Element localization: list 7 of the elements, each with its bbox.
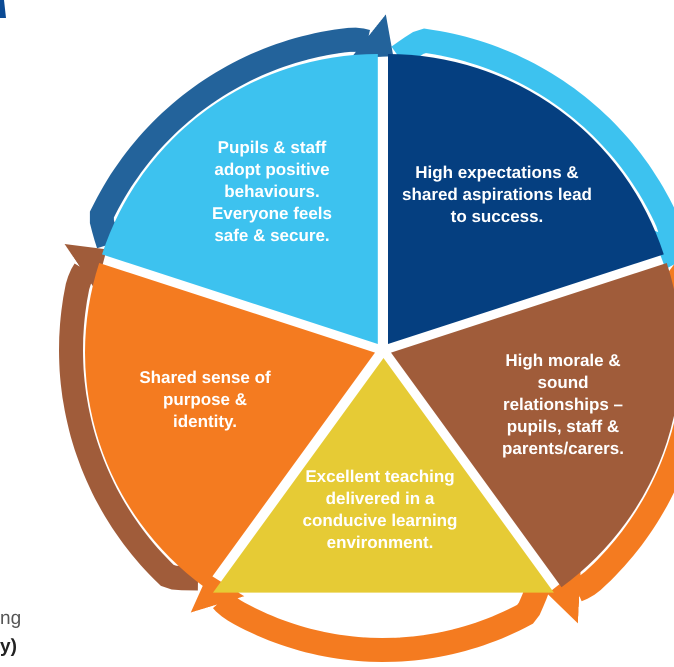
segment-text: Pupils & staff adopt positive behaviours. Everyone feels safe & secure. [210, 136, 333, 248]
segment-text: Excellent teaching delivered in a conducive learning environment. [302, 466, 458, 554]
segment-text: Shared sense of purpose & identity. [138, 366, 272, 434]
text-fragment: ng [0, 608, 22, 631]
segment-text: High morale & sound relationships – pupils, staff & parents/carers. [501, 350, 625, 460]
text-fragment: y) [0, 636, 17, 659]
segment-text: High expectations & shared aspirations lead to success. [402, 162, 592, 228]
